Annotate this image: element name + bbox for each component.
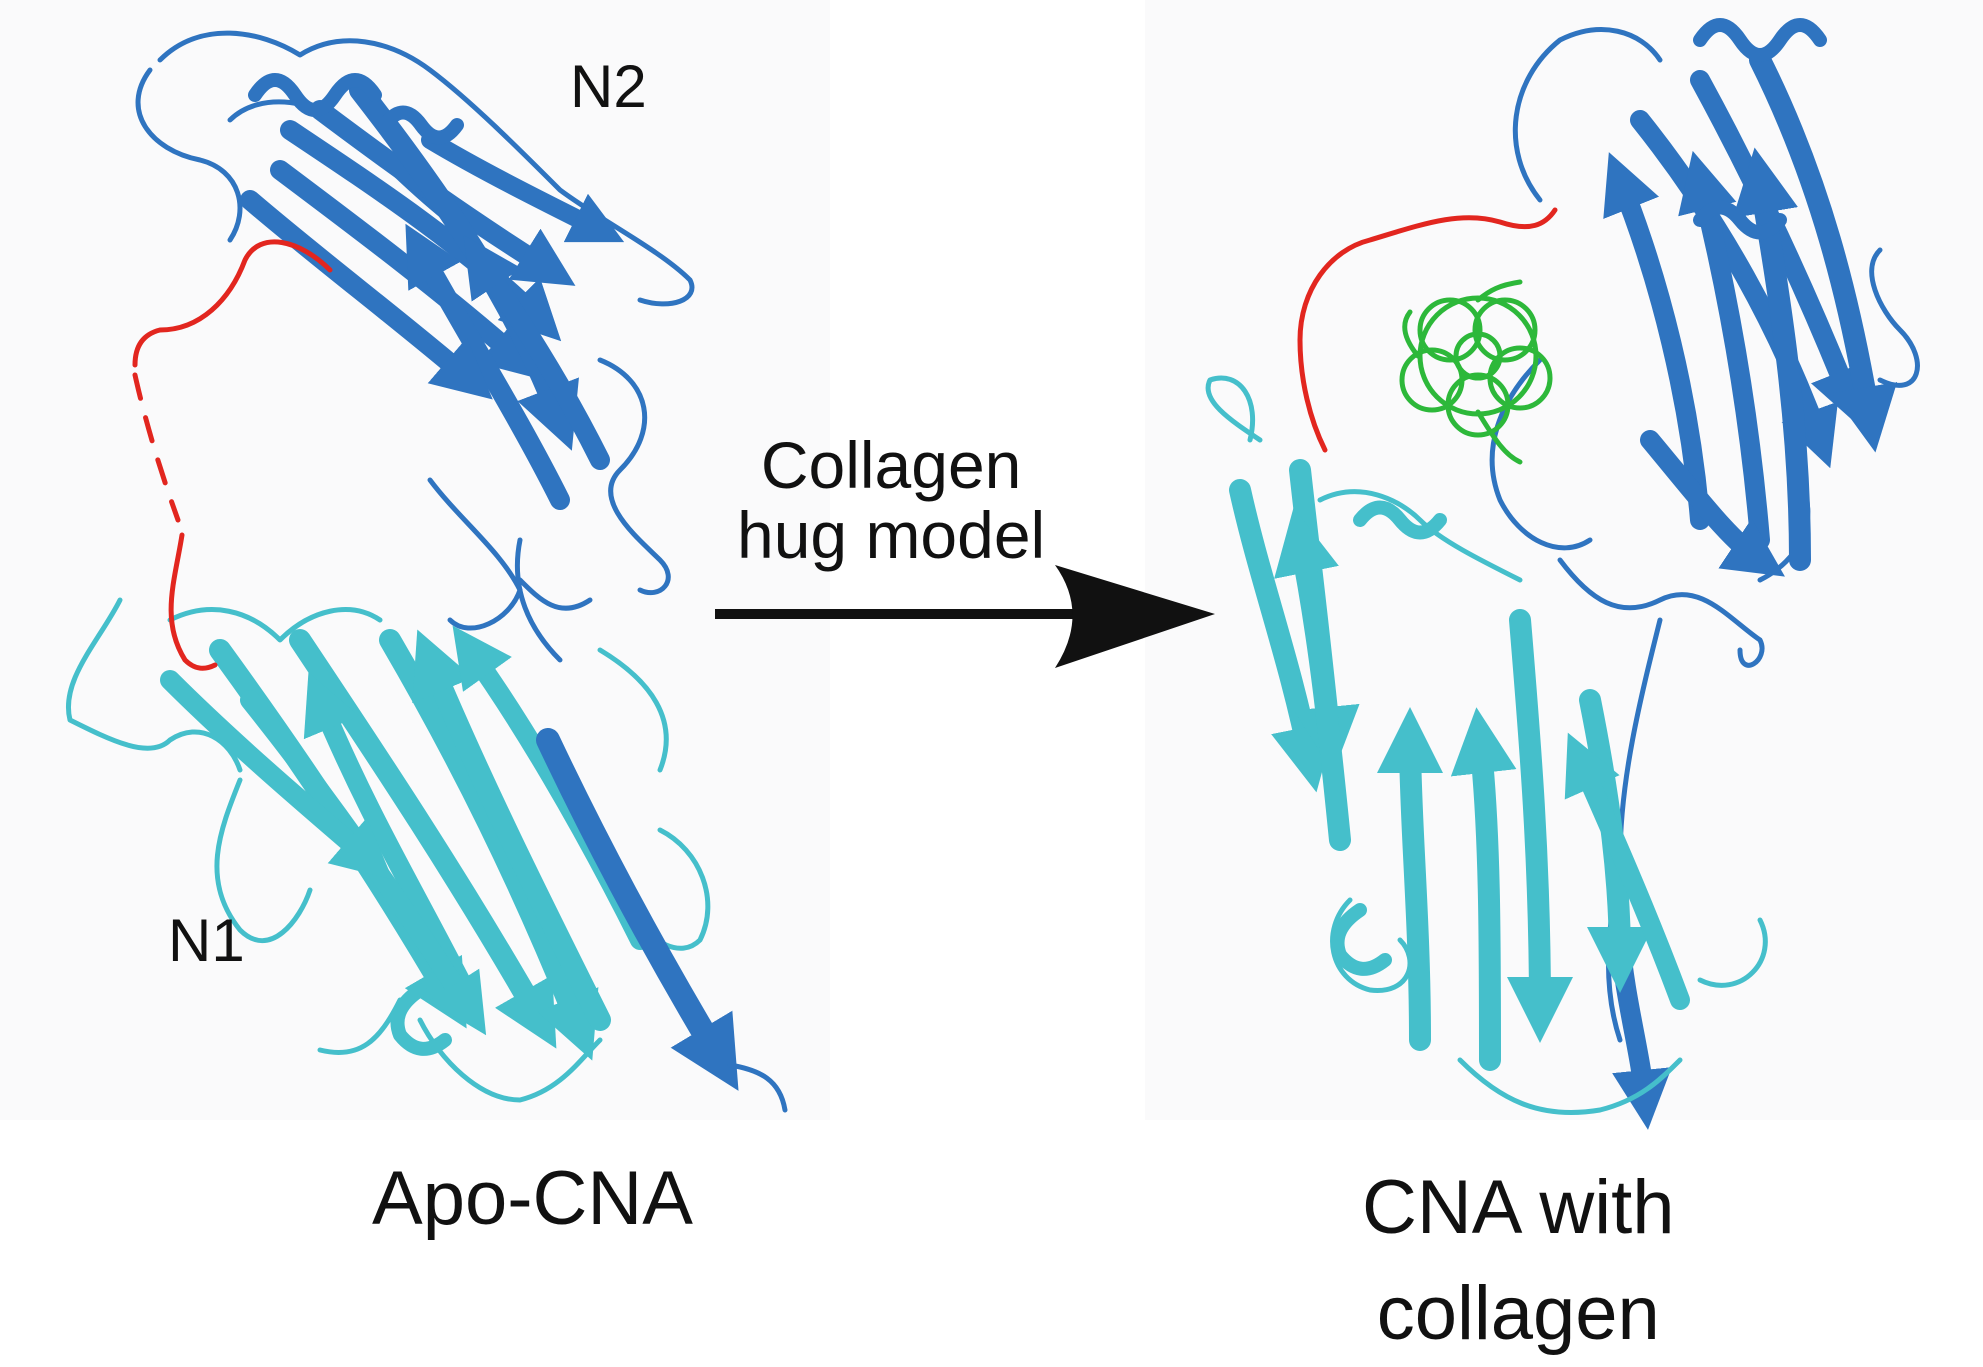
bound-n1-domain bbox=[1205, 375, 1768, 1116]
apo-crossing-strand bbox=[536, 728, 739, 1091]
apo-n2-domain bbox=[135, 30, 695, 663]
right-caption-line1: CNA with bbox=[1362, 1165, 1675, 1250]
right-caption: CNA with collagen bbox=[1362, 1155, 1675, 1367]
apo-linker bbox=[132, 239, 333, 671]
apo-n1-domain bbox=[66, 597, 711, 1103]
n2-domain-label: N2 bbox=[570, 53, 647, 120]
left-caption: Apo-CNA bbox=[372, 1156, 693, 1241]
collagen-helix bbox=[1399, 279, 1553, 465]
transition-arrow bbox=[715, 565, 1215, 668]
bound-n2-domain bbox=[1489, 18, 1920, 1130]
bound-linker bbox=[1297, 207, 1558, 453]
right-caption-line2: collagen bbox=[1376, 1271, 1660, 1356]
arrow-label-line1: Collagen bbox=[760, 428, 1022, 502]
arrow-label-line2: hug model bbox=[737, 498, 1046, 572]
n1-domain-label: N1 bbox=[168, 907, 245, 974]
arrow-label: Collagen hug model bbox=[737, 430, 1045, 570]
apo-c-terminus bbox=[727, 1062, 788, 1113]
